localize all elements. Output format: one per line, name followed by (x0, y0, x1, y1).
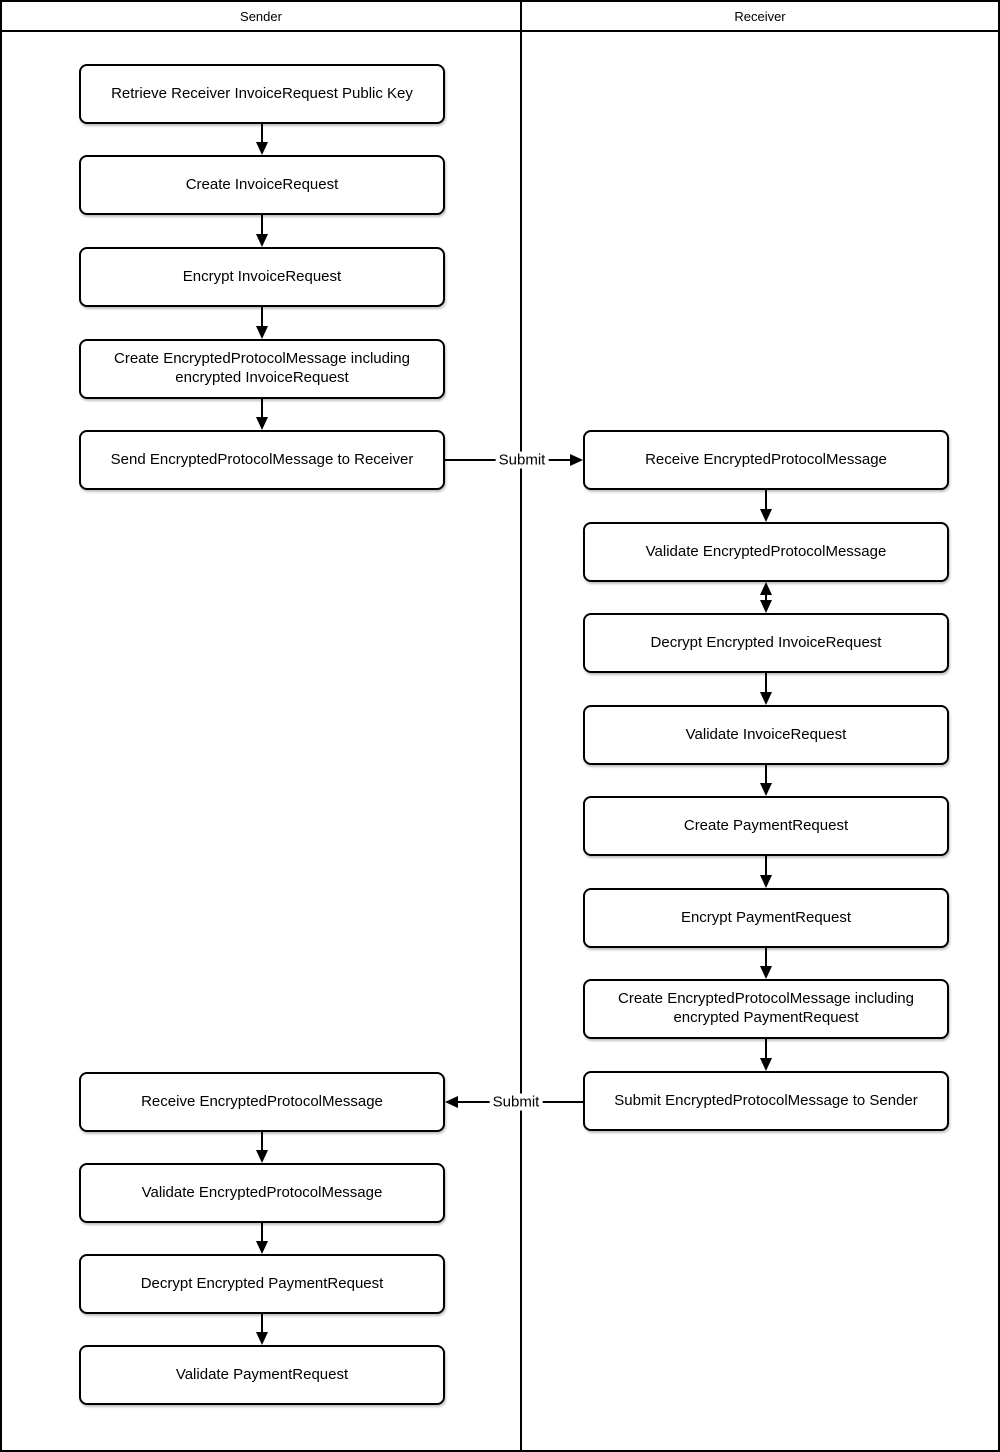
node-validate-invoicerequest: Validate InvoiceRequest (583, 705, 949, 765)
lane-header-sender: Sender (2, 2, 520, 32)
arrow-down (759, 948, 773, 979)
arrow-down (255, 124, 269, 155)
lane-divider (520, 2, 522, 1450)
arrow-down (255, 1132, 269, 1163)
node-receiver-validate-epm: Validate EncryptedProtocolMessage (583, 522, 949, 582)
arrow-down (759, 490, 773, 522)
arrow-down (759, 765, 773, 796)
node-sender-receive-epm: Receive EncryptedProtocolMessage (79, 1072, 445, 1132)
node-retrieve-public-key: Retrieve Receiver InvoiceRequest Public … (79, 64, 445, 124)
node-send-epm-to-receiver: Send EncryptedProtocolMessage to Receive… (79, 430, 445, 490)
edge-label-submit-to-receiver: Submit (495, 451, 549, 469)
arrow-down (759, 673, 773, 705)
arrow-down (255, 307, 269, 339)
node-encrypt-paymentrequest: Encrypt PaymentRequest (583, 888, 949, 948)
arrow-down (255, 399, 269, 430)
arrow-down (759, 1039, 773, 1071)
arrow-down (759, 856, 773, 888)
node-receiver-receive-epm: Receive EncryptedProtocolMessage (583, 430, 949, 490)
edge-label-submit-to-sender: Submit (489, 1093, 543, 1111)
node-decrypt-paymentrequest: Decrypt Encrypted PaymentRequest (79, 1254, 445, 1314)
node-create-epm-paymentrequest: Create EncryptedProtocolMessage includin… (583, 979, 949, 1039)
lane-header-receiver: Receiver (520, 2, 998, 32)
lane-title-sender: Sender (240, 8, 282, 24)
node-create-paymentrequest: Create PaymentRequest (583, 796, 949, 856)
node-decrypt-invoicerequest: Decrypt Encrypted InvoiceRequest (583, 613, 949, 673)
node-encrypt-invoicerequest: Encrypt InvoiceRequest (79, 247, 445, 307)
node-sender-validate-epm: Validate EncryptedProtocolMessage (79, 1163, 445, 1223)
node-create-invoicerequest: Create InvoiceRequest (79, 155, 445, 215)
arrow-down (255, 1223, 269, 1254)
node-create-epm-invoicerequest: Create EncryptedProtocolMessage includin… (79, 339, 445, 399)
arrow-down (255, 1314, 269, 1345)
arrow-double-vertical (759, 582, 773, 613)
lane-title-receiver: Receiver (734, 8, 786, 24)
node-submit-epm-to-sender: Submit EncryptedProtocolMessage to Sende… (583, 1071, 949, 1131)
node-validate-paymentrequest: Validate PaymentRequest (79, 1345, 445, 1405)
arrow-down (255, 215, 269, 247)
